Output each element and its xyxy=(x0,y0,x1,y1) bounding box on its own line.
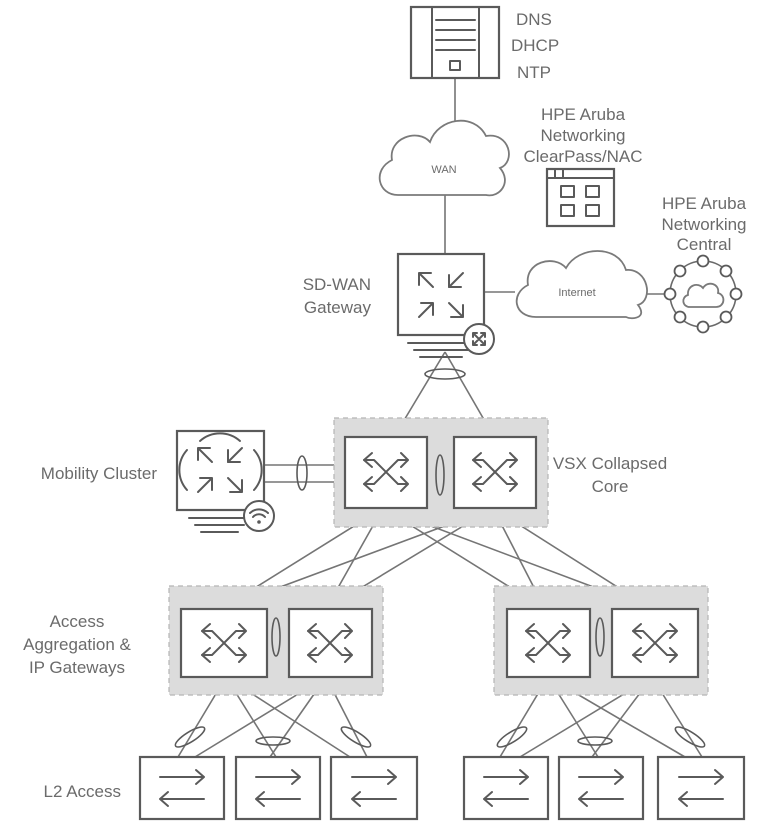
aggregation-right-isl-lag-indicator xyxy=(595,617,605,657)
access-lag-indicator-4 xyxy=(496,726,528,748)
access-switch-2 xyxy=(234,755,322,821)
access-switch-6 xyxy=(656,755,746,821)
wifi-badge-icon xyxy=(243,500,275,532)
central-label-line1: HPE Aruba xyxy=(662,194,747,213)
access-switch-5 xyxy=(557,755,645,821)
clearpass-label-line2: Networking xyxy=(540,126,625,145)
server-icon xyxy=(409,5,501,80)
service-label-dns: DNS xyxy=(516,10,552,29)
aggregation-label-line3: IP Gateways xyxy=(29,658,125,677)
clearpass-label-line3: ClearPass/NAC xyxy=(523,147,642,166)
service-label-ntp: NTP xyxy=(517,63,551,82)
internet-cloud-icon xyxy=(515,250,648,320)
central-label-line2: Networking xyxy=(661,215,746,234)
wan-label: WAN xyxy=(431,164,456,176)
wan-cloud-icon xyxy=(378,119,510,197)
aggregation-switch-left-2 xyxy=(287,607,374,679)
access-lag-indicator-2 xyxy=(255,736,291,746)
core-label-line2: Core xyxy=(592,477,629,496)
central-cloud-ring-icon xyxy=(663,254,743,334)
access-switch-3 xyxy=(329,755,419,821)
access-lag-indicator-3 xyxy=(340,726,372,748)
aggregation-label-line1: Access xyxy=(50,612,105,631)
core-isl-lag-indicator xyxy=(435,454,445,496)
service-label-dhcp: DHCP xyxy=(511,36,559,55)
central-label-line3: Central xyxy=(677,235,732,254)
aggregation-label-line2: Aggregation & xyxy=(23,635,131,654)
sdwan-gateway-device xyxy=(396,252,486,358)
aggregation-left-isl-lag-indicator xyxy=(271,617,281,657)
core-label-line1: VSX Collapsed xyxy=(553,454,667,473)
sdwan-label-line1: SD-WAN xyxy=(303,275,371,294)
uplink-lag-indicator xyxy=(424,368,466,380)
sdwan-badge-icon xyxy=(463,323,495,355)
access-label: L2 Access xyxy=(44,782,122,801)
access-lag-indicator-1 xyxy=(174,726,206,748)
mobility-gateway-device xyxy=(175,429,266,533)
access-lag-indicator-6 xyxy=(674,726,706,748)
sdwan-label-line2: Gateway xyxy=(304,298,372,317)
core-switch-2 xyxy=(452,435,538,510)
access-lag-indicator-5 xyxy=(577,736,613,746)
aggregation-switch-left-1 xyxy=(179,607,269,679)
core-switch-1 xyxy=(343,435,429,510)
internet-label: Internet xyxy=(558,287,595,299)
access-switch-1 xyxy=(138,755,226,821)
aggregation-switch-right-2 xyxy=(610,607,700,679)
mobility-label: Mobility Cluster xyxy=(41,464,158,483)
aggregation-switch-right-1 xyxy=(505,607,592,679)
clearpass-label-line1: HPE Aruba xyxy=(541,105,626,124)
clearpass-app-icon xyxy=(545,167,616,228)
mobility-lag-indicator xyxy=(296,455,308,491)
access-switch-4 xyxy=(462,755,550,821)
